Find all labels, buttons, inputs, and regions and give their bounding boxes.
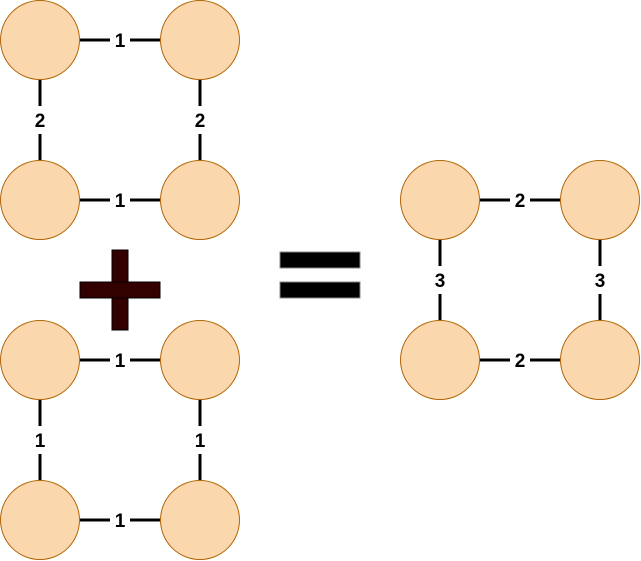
edge-weight-label: 3: [595, 271, 606, 292]
graph-node: [0, 480, 80, 560]
graph-node: [400, 320, 480, 400]
edge-weight-label: 1: [115, 351, 126, 372]
edge-weight-label: 2: [35, 111, 46, 132]
graph-node: [160, 0, 240, 80]
graph-b: 1 1 1 1: [0, 320, 240, 560]
edge-weight-label: 3: [435, 271, 446, 292]
edge-weight-label: 2: [515, 191, 526, 212]
graph-node: [0, 160, 80, 240]
graph-node: [0, 320, 80, 400]
graph-node: [560, 160, 640, 240]
graph-node: [160, 320, 240, 400]
graph-a: 1 2 2 1: [0, 0, 240, 240]
plus-sign: [79, 249, 161, 331]
edge-weight-label: 1: [115, 191, 126, 212]
edge-weight-label: 1: [195, 431, 206, 452]
graph-sum: 2 3 3 2: [400, 160, 640, 400]
edge-weight-label: 1: [35, 431, 46, 452]
edge-weight-label: 2: [515, 351, 526, 372]
edge-weight-label: 2: [195, 111, 206, 132]
edge-weight-label: 1: [115, 511, 126, 532]
graph-node: [0, 0, 80, 80]
graph-node: [160, 160, 240, 240]
equals-sign: [279, 251, 361, 299]
graph-node: [400, 160, 480, 240]
graph-node: [160, 480, 240, 560]
graph-node: [560, 320, 640, 400]
edge-weight-label: 1: [115, 31, 126, 52]
